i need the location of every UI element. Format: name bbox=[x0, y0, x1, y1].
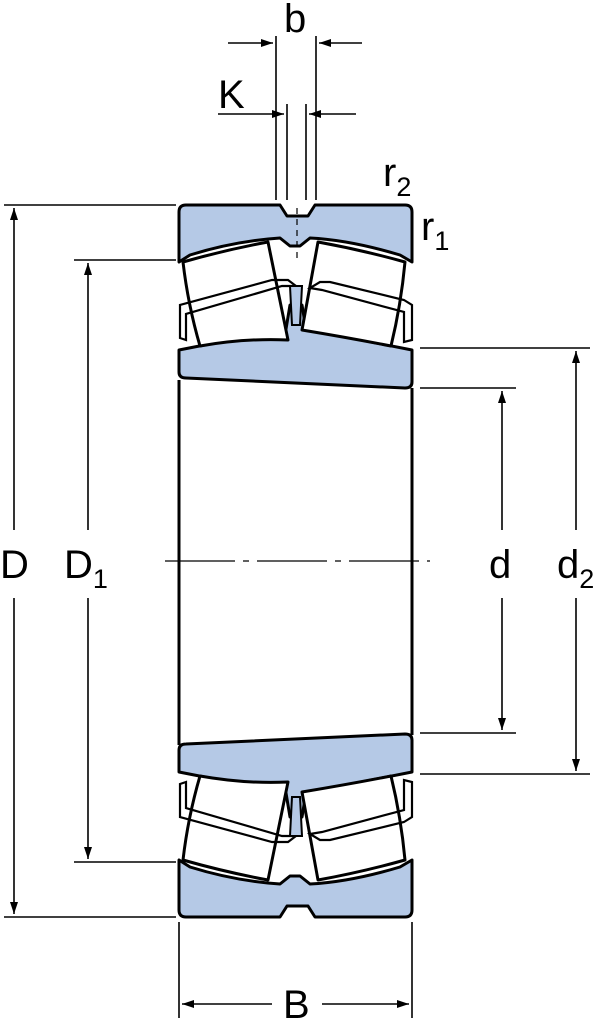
label-r2-sub: 2 bbox=[396, 172, 411, 202]
label-D1-sub: 1 bbox=[93, 564, 108, 594]
roller-bottom-right bbox=[300, 774, 407, 882]
cage-bottom-right bbox=[306, 778, 414, 842]
label-D1: D1 bbox=[64, 543, 108, 594]
label-b: b bbox=[284, 0, 306, 41]
label-d: d bbox=[489, 543, 511, 587]
label-B: B bbox=[283, 983, 310, 1022]
label-r2-main: r bbox=[383, 151, 396, 195]
outer-ring-top bbox=[177, 203, 414, 264]
cage-top-left bbox=[178, 278, 300, 342]
roller-bottom-left bbox=[181, 774, 290, 882]
cage-bottom-center bbox=[288, 796, 304, 837]
label-r2: r2 bbox=[383, 151, 411, 202]
label-r1-main: r bbox=[421, 205, 434, 249]
roller-top-left bbox=[181, 240, 290, 348]
label-D: D bbox=[0, 543, 29, 587]
label-r1: r1 bbox=[421, 205, 449, 256]
bottom-half-group bbox=[177, 732, 414, 919]
label-K: K bbox=[218, 73, 245, 117]
label-d2-main: d bbox=[557, 543, 579, 587]
cage-top-right bbox=[306, 280, 414, 344]
cage-bottom-left bbox=[178, 780, 300, 844]
roller-top-right bbox=[300, 240, 407, 348]
label-d2-sub: 2 bbox=[579, 564, 594, 594]
cage-top-center bbox=[288, 285, 304, 326]
label-D1-main: D bbox=[64, 543, 93, 587]
label-d2: d2 bbox=[557, 543, 594, 594]
outer-ring-bottom bbox=[177, 858, 414, 919]
label-r1-sub: 1 bbox=[434, 226, 449, 256]
